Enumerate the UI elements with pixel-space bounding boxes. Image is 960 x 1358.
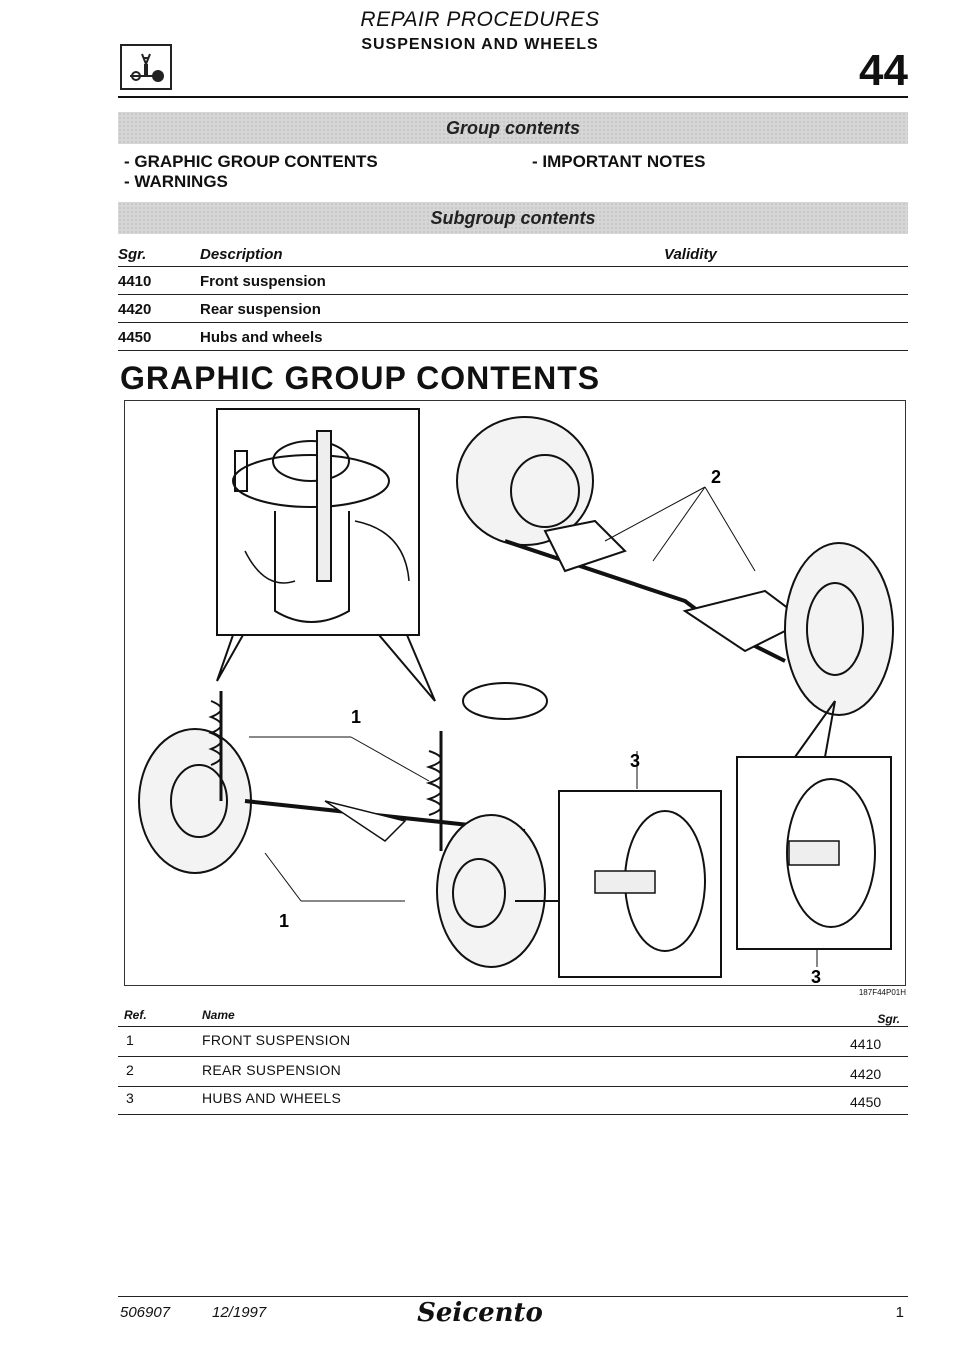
callout-label: 3 — [811, 967, 821, 987]
ref-sgr: 4410 — [850, 1036, 882, 1052]
procedures-title: REPAIR PROCEDURES — [360, 8, 600, 31]
group-number: 44 — [859, 46, 908, 95]
subgroup-code: 4450 — [118, 329, 152, 346]
ref-sgr: 4450 — [850, 1094, 882, 1110]
group-item-warnings[interactable]: - WARNINGS — [124, 172, 228, 191]
column-header-sgr: Sgr. — [877, 1012, 900, 1026]
callout-label: 3 — [630, 751, 640, 771]
document-date: 12/1997 — [212, 1304, 267, 1321]
table-rule — [118, 294, 908, 295]
table-rule — [118, 350, 908, 351]
document-code: 506907 — [120, 1304, 171, 1321]
ref-name: HUBS AND WHEELS — [202, 1090, 342, 1106]
page-number: 1 — [895, 1304, 904, 1321]
footer-rule — [118, 1296, 908, 1297]
callout-label: 1 — [351, 707, 361, 727]
group-item-graphic[interactable]: - GRAPHIC GROUP CONTENTS — [124, 152, 378, 171]
ref-name: REAR SUSPENSION — [202, 1062, 342, 1078]
table-rule — [118, 322, 908, 323]
column-header-sgr: Sgr. — [118, 246, 147, 263]
callout-label: 2 — [711, 467, 721, 487]
ref-number: 2 — [126, 1062, 134, 1078]
graphic-section-title: GRAPHIC GROUP CONTENTS — [120, 360, 601, 396]
table-row[interactable]: 4420 Rear suspension — [0, 301, 960, 321]
subgroup-description: Hubs and wheels — [200, 329, 323, 346]
ref-name: FRONT SUSPENSION — [202, 1032, 351, 1048]
ref-sgr: 4420 — [850, 1066, 882, 1082]
subgroup-description: Front suspension — [200, 273, 326, 290]
figure-code: 187F44P01H — [858, 988, 906, 997]
column-header-ref: Ref. — [124, 1008, 147, 1022]
table-row[interactable]: 3 HUBS AND WHEELS 4450 — [0, 1090, 960, 1112]
header-rule — [118, 96, 908, 98]
ref-number: 3 — [126, 1090, 134, 1106]
table-rule — [118, 1056, 908, 1057]
subgroup-code: 4420 — [118, 301, 152, 318]
suspension-section-icon — [120, 44, 172, 90]
suspension-illustration: 1 1 2 3 3 — [124, 400, 906, 987]
table-row[interactable]: 1 FRONT SUSPENSION 4410 — [0, 1032, 960, 1054]
column-header-validity: Validity — [664, 246, 717, 263]
subgroup-contents-bar: Subgroup contents — [118, 202, 908, 234]
subgroup-description: Rear suspension — [200, 301, 321, 318]
section-title: SUSPENSION AND WHEELS — [361, 36, 599, 53]
table-row[interactable]: 4450 Hubs and wheels — [0, 329, 960, 349]
table-row[interactable]: 4410 Front suspension — [0, 273, 960, 293]
table-rule — [118, 266, 908, 267]
table-rule — [118, 1026, 908, 1027]
table-row[interactable]: 2 REAR SUSPENSION 4420 — [0, 1062, 960, 1084]
group-item-important-notes[interactable]: - IMPORTANT NOTES — [532, 152, 706, 171]
column-header-description: Description — [200, 246, 283, 263]
table-rule — [118, 1086, 908, 1087]
brand-logo: Seicento — [417, 1298, 543, 1328]
table-rule — [118, 1114, 908, 1115]
ref-number: 1 — [126, 1032, 134, 1048]
column-header-name: Name — [202, 1008, 235, 1022]
group-contents-bar: Group contents — [118, 112, 908, 144]
callout-label: 1 — [279, 911, 289, 931]
subgroup-code: 4410 — [118, 273, 152, 290]
